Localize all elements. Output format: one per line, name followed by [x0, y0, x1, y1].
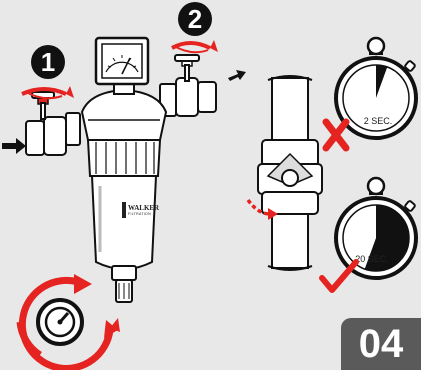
timer-short-label: 2 SEC.: [364, 116, 393, 126]
pipe-detail: [246, 75, 323, 271]
valve-rotate-arrow: [246, 198, 278, 220]
filter-head: [80, 79, 168, 141]
filter-bowl: [90, 175, 158, 270]
pressure-dial-icon: [36, 298, 84, 346]
page-number: 04: [358, 322, 404, 366]
rotate-arrow-1: [21, 86, 74, 100]
brand-subtitle: FILTRATION: [128, 212, 151, 216]
drain-valve: [111, 265, 137, 303]
circular-arrow-icon: [16, 274, 120, 370]
timer-long-wedge: [364, 205, 409, 271]
inlet-valve: [25, 91, 81, 156]
timer-short: 2 SEC.: [334, 36, 418, 140]
inlet-flow-arrow: [2, 138, 26, 154]
timer-long: 20 SEC.: [334, 176, 418, 280]
brand-name: WALKER: [128, 204, 160, 212]
step-2-number: 2: [188, 4, 202, 34]
pressure-gauge: [94, 36, 150, 86]
filter-assembly: [2, 36, 246, 303]
check-mark-icon: [319, 259, 359, 293]
step-1-badge: 1: [31, 45, 65, 79]
timer-short-wedge: [376, 65, 388, 98]
page-number-badge: 04: [341, 318, 421, 370]
outlet-flow-arrow: [228, 70, 246, 81]
brand-label: WALKER FILTRATION: [122, 202, 160, 218]
timer-long-label: 20 SEC.: [355, 254, 389, 264]
outlet-valve: [159, 54, 217, 117]
step-1-number: 1: [41, 47, 55, 77]
step-2-badge: 2: [178, 2, 212, 36]
bowl-ring: [86, 139, 162, 177]
pipe-valve: [257, 139, 323, 215]
wrong-mark-icon: [322, 118, 350, 152]
rotate-arrow-2: [171, 40, 218, 54]
